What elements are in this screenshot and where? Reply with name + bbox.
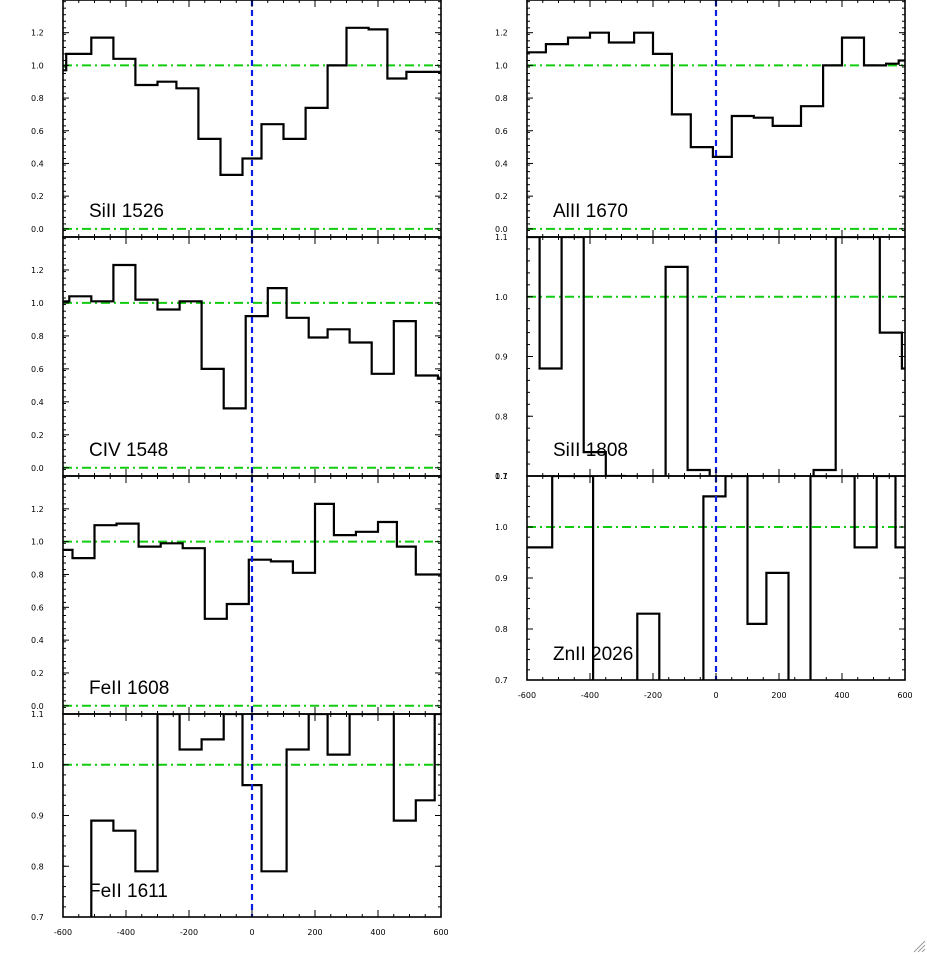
y-tick-label: 0.4 (31, 159, 44, 168)
y-tick-label: 0.6 (31, 365, 44, 374)
x-tick-label: 200 (771, 691, 786, 700)
panel-label: AlII 1670 (553, 201, 628, 222)
y-tick-label: 0.2 (31, 431, 44, 440)
y-tick-label: 1.0 (495, 61, 508, 70)
y-tick-label: 1.1 (31, 710, 44, 719)
y-tick-label: 0.6 (31, 127, 44, 136)
x-tick-label: 400 (370, 928, 385, 937)
spectrum-line (63, 263, 441, 410)
plot-area (63, 476, 441, 714)
panel-label: ZnII 2026 (553, 644, 633, 665)
spectrum-line (527, 237, 905, 476)
x-tick-label: -400 (581, 691, 599, 700)
y-tick-label: 1.0 (31, 61, 44, 70)
x-tick-label: -400 (117, 928, 135, 937)
y-tick-label: 1.2 (495, 29, 508, 38)
y-tick-label: 1.0 (495, 523, 508, 532)
y-tick-label: 0.2 (31, 192, 44, 201)
y-tick-label: 0.8 (31, 862, 44, 871)
panel-label: FeII 1611 (89, 881, 168, 902)
x-tick-label: 0 (713, 691, 718, 700)
y-tick-label: 1.1 (495, 472, 508, 481)
y-tick-label: 1.0 (495, 293, 508, 302)
x-tick-label: 600 (897, 691, 912, 700)
y-tick-label: 1.0 (31, 299, 44, 308)
y-tick-label: 0.2 (495, 192, 508, 201)
y-tick-label: 0.8 (31, 570, 44, 579)
panel-label: CIV 1548 (89, 440, 168, 461)
y-tick-label: 1.2 (31, 266, 44, 275)
y-tick-label: 1.2 (31, 505, 44, 514)
y-tick-label: 0.8 (31, 94, 44, 103)
y-tick-label: 0.0 (31, 464, 44, 473)
y-tick-label: 0.4 (31, 636, 44, 645)
y-tick-label: 0.6 (31, 603, 44, 612)
x-tick-label: -600 (518, 691, 536, 700)
panel-label: SiII 1526 (89, 201, 164, 222)
plot-area (63, 714, 441, 917)
spectrum-line (527, 31, 905, 158)
y-tick-label: 0.9 (495, 574, 508, 583)
x-tick-label: 200 (307, 928, 322, 937)
panel-label: FeII 1608 (89, 678, 169, 699)
x-tick-label: 600 (433, 928, 448, 937)
y-tick-label: 0.7 (495, 676, 508, 685)
y-tick-label: 0.7 (495, 472, 508, 481)
resize-grip-icon[interactable] (913, 940, 926, 953)
y-tick-label: 0.8 (495, 625, 508, 634)
spectrum-line (63, 26, 441, 176)
spectrum-line (527, 476, 905, 680)
x-tick-label: -200 (180, 928, 198, 937)
plot-area (527, 237, 905, 476)
x-tick-label: -200 (644, 691, 662, 700)
y-tick-label: 0.8 (495, 412, 508, 421)
panel-4: 0.7 0.8 0.9 1.0 1.1 -600 -400 -200 0 200 400 600 FeI… (31, 710, 449, 937)
y-tick-label: 0.7 (31, 913, 44, 922)
y-tick-label: 1.0 (31, 538, 44, 547)
plot-area (63, 0, 441, 237)
x-tick-label: 0 (249, 928, 254, 937)
y-tick-label: 0.6 (495, 127, 508, 136)
panel-label: SiII 1808 (553, 440, 628, 461)
panel-7: 0.7 0.8 0.9 1.0 1.1 -600 -400 -200 0 200 400 600 ZnI… (495, 472, 913, 700)
y-tick-label: 0.4 (31, 398, 44, 407)
y-tick-label: 0.4 (495, 159, 508, 168)
y-tick-label: 1.2 (31, 29, 44, 38)
y-tick-label: 0.8 (495, 94, 508, 103)
x-tick-label: 400 (834, 691, 849, 700)
y-tick-label: 1.0 (31, 761, 44, 770)
y-tick-label: 0.2 (31, 669, 44, 678)
plot-area (527, 0, 905, 237)
y-tick-label: 0.0 (31, 702, 44, 711)
y-tick-label: 0.8 (31, 332, 44, 341)
plot-area (63, 237, 441, 476)
plot-area (527, 476, 905, 680)
y-tick-label: 1.1 (495, 233, 508, 242)
y-tick-label: 0.0 (495, 225, 508, 234)
x-tick-label: -600 (54, 928, 72, 937)
y-tick-label: 0.9 (495, 353, 508, 362)
spectrum-line (63, 502, 441, 620)
y-tick-label: 0.9 (31, 812, 44, 821)
y-tick-label: 0.0 (31, 225, 44, 234)
